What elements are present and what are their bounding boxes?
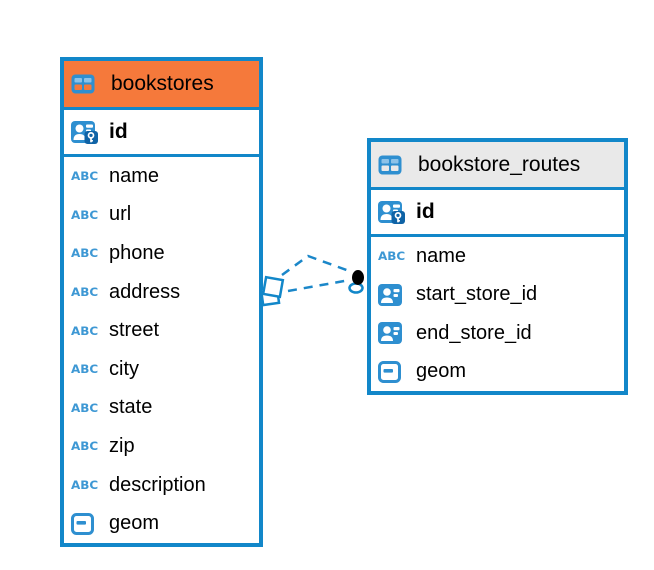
- column-name: geom: [416, 360, 467, 383]
- divider: [64, 154, 259, 157]
- table-title: bookstores: [111, 72, 214, 95]
- text-icon: ABC: [71, 439, 99, 454]
- table-header[interactable]: bookstores: [64, 61, 259, 107]
- table-icon: [71, 74, 103, 94]
- dot-end-marker: [348, 270, 364, 294]
- column-row-zip[interactable]: ABC zip: [64, 427, 259, 466]
- text-icon: ABC: [71, 285, 99, 299]
- table-bookstore-routes[interactable]: bookstore_routes id ABC name start_store_i…: [367, 138, 628, 395]
- relationship-line-1: [281, 254, 353, 277]
- key-columns-section: id: [64, 110, 259, 154]
- column-name: zip: [109, 434, 135, 457]
- column-name: city: [109, 357, 139, 380]
- column-row-start_store_id[interactable]: start_store_id: [371, 276, 624, 315]
- object-icon: [378, 360, 410, 383]
- column-name: start_store_id: [416, 283, 538, 306]
- column-row-geom[interactable]: geom: [371, 353, 624, 392]
- column-row-geom[interactable]: geom: [64, 504, 259, 543]
- primary-key-icon: [378, 200, 410, 224]
- text-icon: ABC: [71, 324, 99, 338]
- text-icon: ABC: [71, 478, 99, 492]
- text-icon: ABC: [378, 249, 406, 263]
- column-name: name: [109, 164, 160, 187]
- column-name: state: [109, 396, 153, 419]
- column-name: street: [109, 319, 160, 342]
- column-name: end_store_id: [416, 321, 532, 344]
- table-icon: [378, 155, 410, 175]
- column-name: phone: [109, 241, 165, 264]
- diamond-end-marker: [259, 275, 285, 307]
- column-row-phone[interactable]: ABC phone: [64, 234, 259, 273]
- column-row-end_store_id[interactable]: end_store_id: [371, 314, 624, 353]
- table-title: bookstore_routes: [418, 152, 581, 176]
- column-row-id[interactable]: id: [64, 110, 259, 154]
- column-name: url: [109, 203, 132, 226]
- column-row-id[interactable]: id: [371, 190, 624, 234]
- relationship-line-2: [287, 278, 351, 293]
- column-row-description[interactable]: ABC description: [64, 466, 259, 505]
- column-row-city[interactable]: ABC city: [64, 350, 259, 389]
- column-name: name: [416, 244, 467, 267]
- column-row-name[interactable]: ABC name: [64, 157, 259, 196]
- text-icon: ABC: [71, 169, 99, 183]
- column-row-state[interactable]: ABC state: [64, 389, 259, 428]
- table-header[interactable]: bookstore_routes: [371, 142, 624, 187]
- key-columns-section: id: [371, 190, 624, 234]
- text-icon: ABC: [71, 362, 99, 376]
- column-row-url[interactable]: ABC url: [64, 196, 259, 235]
- column-name: address: [109, 280, 181, 303]
- divider: [64, 107, 259, 110]
- divider: [371, 187, 624, 190]
- column-row-name[interactable]: ABC name: [371, 237, 624, 276]
- text-icon: ABC: [71, 208, 99, 222]
- text-icon: ABC: [71, 401, 99, 415]
- column-name: description: [109, 473, 206, 496]
- column-row-street[interactable]: ABC street: [64, 311, 259, 350]
- divider: [371, 234, 624, 237]
- primary-key-icon: [71, 120, 103, 144]
- object-icon: [71, 512, 103, 535]
- column-row-address[interactable]: ABC address: [64, 273, 259, 312]
- text-icon: ABC: [71, 246, 99, 261]
- column-name: geom: [109, 512, 160, 535]
- reference-icon: [378, 283, 410, 306]
- reference-icon: [378, 322, 410, 345]
- column-name: id: [109, 120, 128, 143]
- column-name: id: [416, 200, 435, 223]
